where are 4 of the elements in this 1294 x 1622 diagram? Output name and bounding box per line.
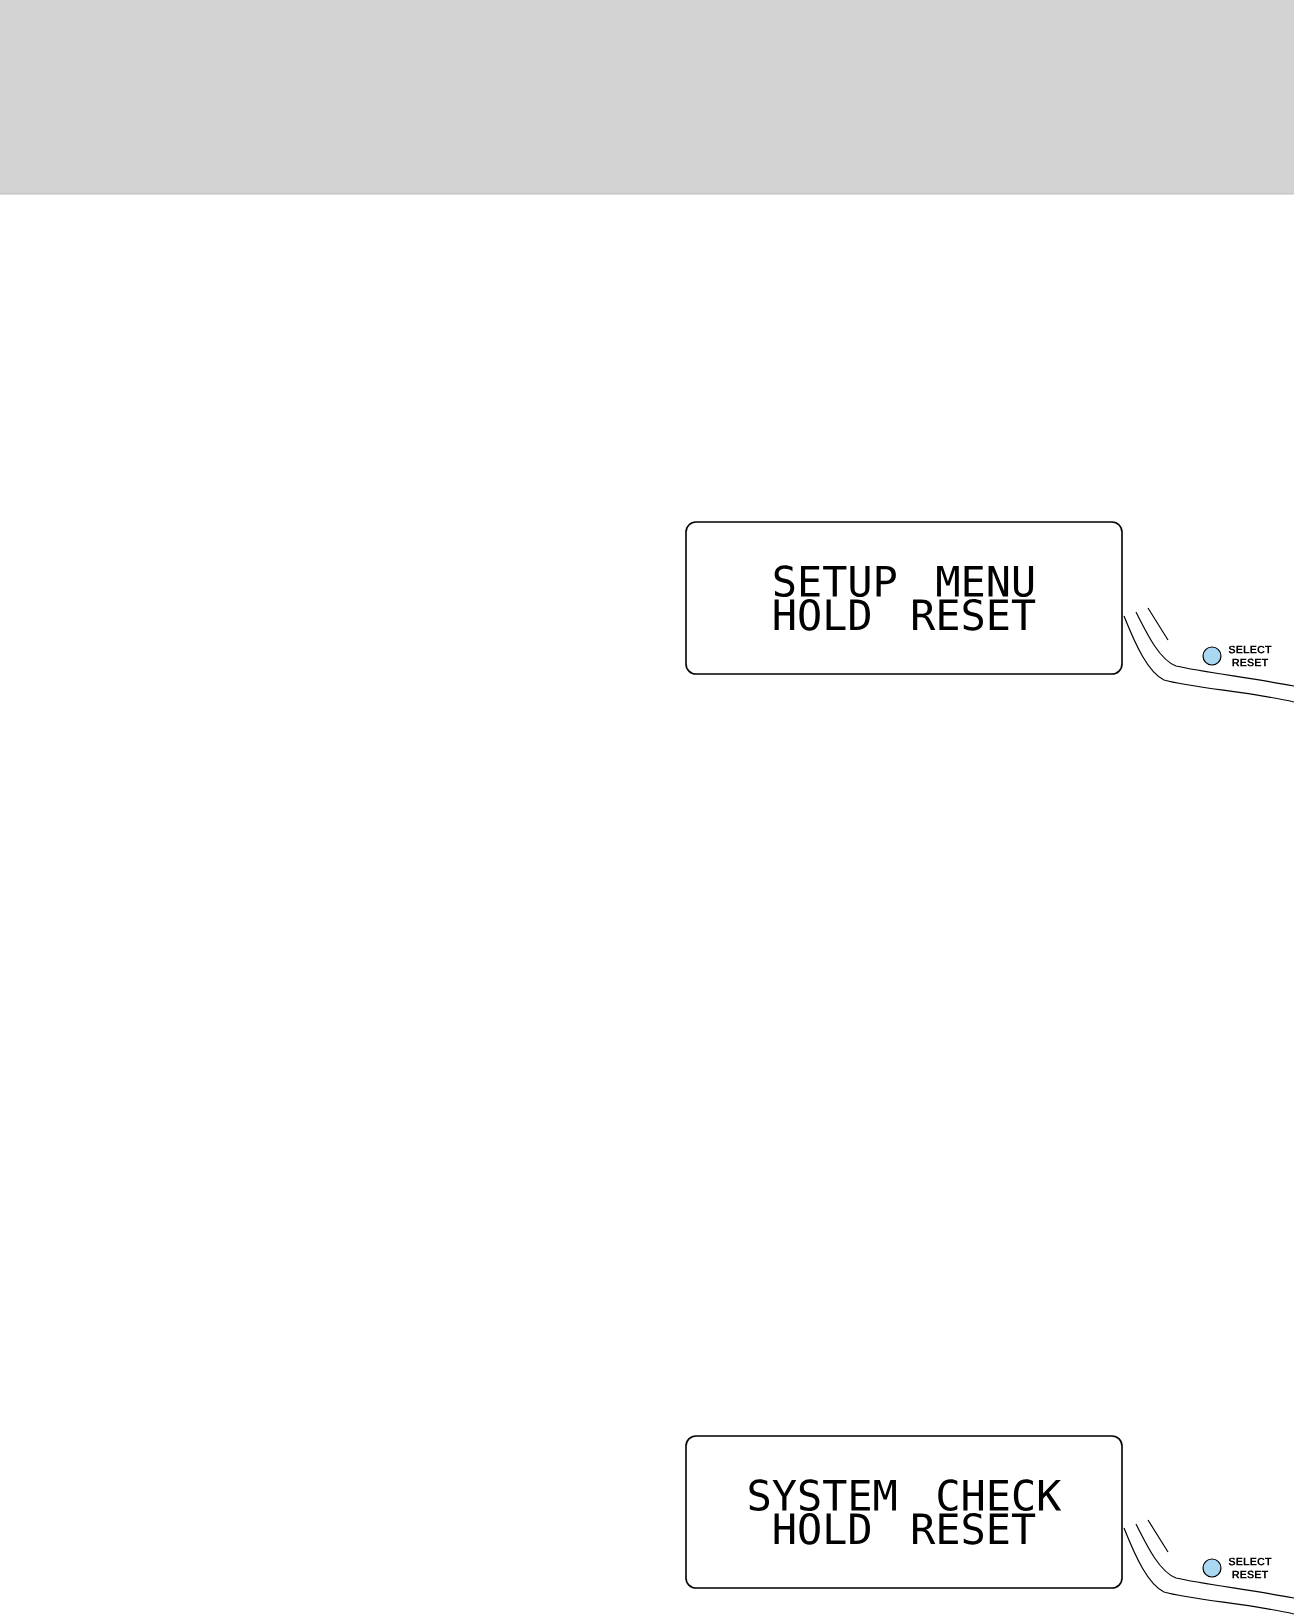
display-screen: SETUP MENU HOLD RESET <box>685 521 1123 675</box>
display-screen: SYSTEM CHECK HOLD RESET <box>685 1435 1123 1589</box>
button <box>1202 646 1222 666</box>
button <box>1202 1558 1222 1578</box>
